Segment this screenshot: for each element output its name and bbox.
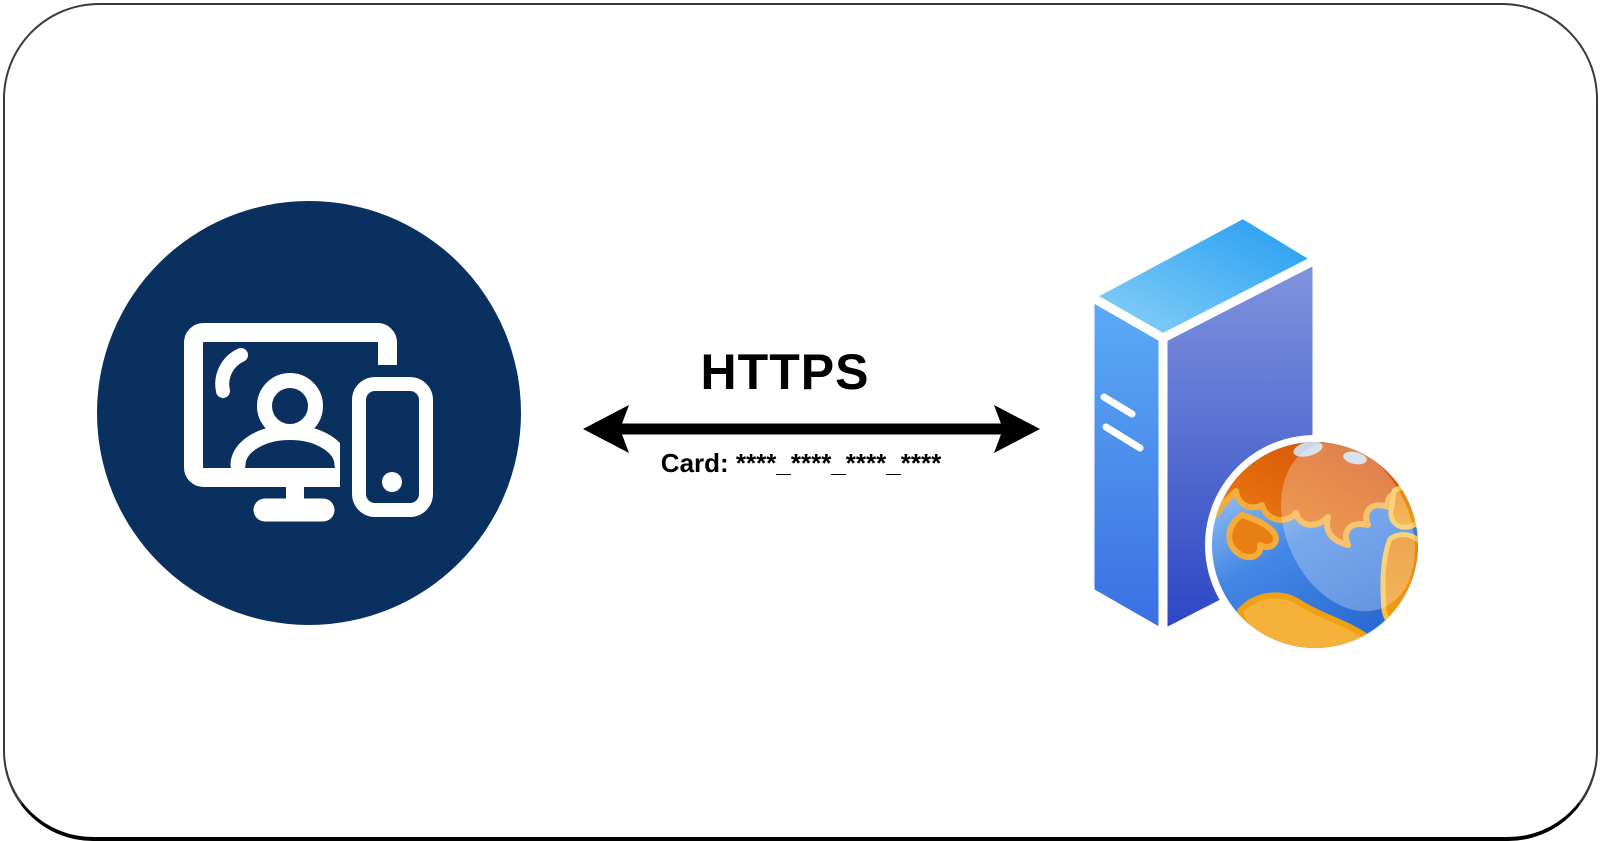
card-data-label: Card: ****_****_****_**** <box>660 448 942 478</box>
phone-home-button <box>382 472 402 492</box>
protocol-label: HTTPS <box>700 344 870 400</box>
globe-icon <box>1205 435 1425 655</box>
globe-polar-patch <box>1343 451 1367 465</box>
globe-polar-patch <box>1293 442 1323 457</box>
user-avatar-icon <box>230 373 350 473</box>
monitor-stand <box>253 481 335 522</box>
bidirectional-arrow-icon <box>583 405 1040 453</box>
arrowhead-left <box>583 405 629 453</box>
globe-gloss <box>1280 442 1416 612</box>
screen-reflection-arc <box>215 348 248 398</box>
web-server-globe-icon <box>1085 209 1425 655</box>
globe-land-hook <box>1226 512 1279 561</box>
client-devices-icon <box>97 201 521 625</box>
server-vent-slashes <box>1100 393 1144 452</box>
diagram-frame <box>3 3 1598 841</box>
arrowhead-right <box>994 405 1040 453</box>
globe-land-south <box>1237 592 1382 648</box>
smartphone-icon <box>340 365 441 529</box>
